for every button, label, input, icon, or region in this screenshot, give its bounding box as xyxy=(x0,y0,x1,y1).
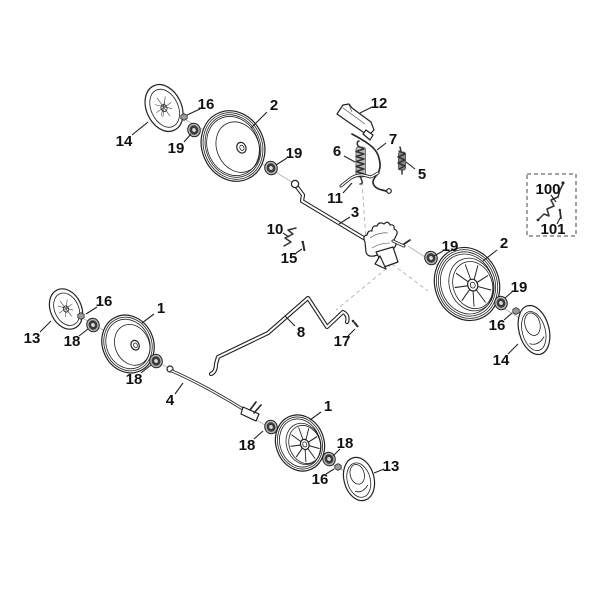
construction-line xyxy=(361,181,367,241)
rod-11 xyxy=(339,171,380,188)
part-label-8: 8 xyxy=(297,324,305,341)
part-label-18: 18 xyxy=(64,333,81,350)
nut-16-left xyxy=(77,312,85,320)
hub-cap-13-bottom xyxy=(342,456,376,502)
clip-10 xyxy=(283,227,297,247)
bearing-18-bottom-b xyxy=(322,451,336,467)
part-label-100: 100 xyxy=(535,181,560,198)
part-label-19: 19 xyxy=(511,279,528,296)
wheel-1-left xyxy=(101,314,155,374)
axle-fork xyxy=(249,401,262,414)
part-label-4: 4 xyxy=(166,392,175,409)
bearing-18-left-b xyxy=(149,353,163,369)
bearing-18-left-a xyxy=(86,317,100,333)
part-label-10: 10 xyxy=(267,221,284,238)
part-label-12: 12 xyxy=(371,95,388,112)
bearing-19-top-left xyxy=(187,122,201,138)
part-label-18: 18 xyxy=(239,437,256,454)
part-label-14: 14 xyxy=(493,352,510,369)
hub-cap-13-left xyxy=(48,288,84,330)
inset-box xyxy=(526,173,577,237)
part-label-7: 7 xyxy=(389,131,397,148)
bearing-19-lower-right xyxy=(494,295,508,311)
spring-5 xyxy=(397,146,406,175)
bearing-19-top-right xyxy=(264,160,278,176)
part-label-2: 2 xyxy=(270,97,278,114)
part-label-14: 14 xyxy=(116,133,133,150)
part-label-15: 15 xyxy=(281,250,298,267)
wheel-2-top xyxy=(200,110,266,182)
spring-6 xyxy=(355,140,366,185)
part-label-2: 2 xyxy=(500,235,508,252)
part-label-101: 101 xyxy=(540,221,565,238)
part-label-1: 1 xyxy=(157,300,165,317)
part-label-13: 13 xyxy=(383,458,400,475)
part-labels: 14 16 19 2 19 12 7 6 5 11 3 10 15 19 2 1… xyxy=(24,95,566,488)
part-label-16: 16 xyxy=(198,96,215,113)
axle-pin xyxy=(403,239,411,245)
lever-12 xyxy=(336,103,375,141)
part-label-3: 3 xyxy=(351,204,359,221)
part-label-17: 17 xyxy=(334,333,351,350)
part-label-6: 6 xyxy=(333,143,341,160)
nut-16-right xyxy=(512,307,520,315)
hub-cap-14-top xyxy=(144,83,184,133)
part-label-5: 5 xyxy=(418,166,426,183)
nut-16-bottom xyxy=(334,463,342,471)
wire-rod-7 xyxy=(351,133,392,194)
rod-8 xyxy=(208,295,350,377)
pin-17 xyxy=(351,319,359,328)
pin-15 xyxy=(301,240,306,252)
wheel-2-right xyxy=(433,246,501,322)
part-label-18: 18 xyxy=(126,371,143,388)
nut-16-top xyxy=(180,113,188,121)
part-label-1: 1 xyxy=(324,398,332,415)
axle-4 xyxy=(166,365,262,422)
construction-line xyxy=(391,263,429,292)
part-label-16: 16 xyxy=(96,293,113,310)
construction-line xyxy=(335,263,393,311)
part-label-18: 18 xyxy=(337,435,354,452)
part-label-16: 16 xyxy=(489,317,506,334)
part-label-19: 19 xyxy=(168,140,185,157)
part-label-11: 11 xyxy=(327,190,343,207)
leader-lines xyxy=(39,106,561,475)
pin-101 xyxy=(558,208,562,220)
part-label-16: 16 xyxy=(312,471,329,488)
hub-cap-14-right xyxy=(517,304,551,356)
spring-wire-100 xyxy=(537,183,564,221)
part-label-13: 13 xyxy=(24,330,41,347)
part-label-19: 19 xyxy=(286,145,303,162)
wheel-1-bottom xyxy=(274,414,326,472)
bearing-19-mid-right xyxy=(424,250,438,266)
axle-3 xyxy=(290,179,411,270)
bearing-18-bottom-a xyxy=(264,419,278,435)
part-label-19: 19 xyxy=(442,238,459,255)
